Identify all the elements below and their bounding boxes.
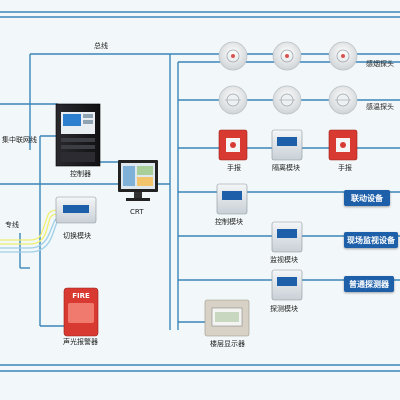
smoke-detector-icon <box>272 41 302 71</box>
bus-label: 总线 <box>94 42 108 50</box>
manual-button-label-2: 手报 <box>338 164 352 172</box>
alarm-text: FIRE <box>72 292 90 300</box>
frame-lines <box>0 11 400 372</box>
detection-module-label: 探测模块 <box>270 305 298 313</box>
special-line-label: 专线 <box>5 221 19 229</box>
normal-detector-button: 普通探测器 <box>344 276 394 292</box>
control-module-icon <box>216 183 248 215</box>
floor-display-icon <box>204 299 250 337</box>
crt-monitor <box>118 160 158 201</box>
network-label: 集中联网线 <box>2 136 37 144</box>
heat-detectors <box>218 85 358 115</box>
controller-panel <box>55 103 101 167</box>
heat-detector-icon <box>218 85 248 115</box>
heat-detector-label: 感温探头 <box>366 103 394 111</box>
floor-display-label: 楼层显示器 <box>210 340 245 348</box>
isolation-module-icon <box>271 129 303 161</box>
field-monitor-device-button: 现场监视设备 <box>344 232 398 248</box>
special-line <box>0 209 59 253</box>
controller-label: 控制器 <box>70 170 91 178</box>
manual-button-label: 手报 <box>227 164 241 172</box>
switch-module <box>55 196 97 224</box>
monitor-module-label: 监视模块 <box>270 256 298 264</box>
alarm-label: 声光报警器 <box>63 338 98 346</box>
smoke-detector-label: 感烟探头 <box>366 60 394 68</box>
switch-module-label: 切换模块 <box>63 232 91 240</box>
smoke-detector-icon <box>218 41 248 71</box>
manual-call-point-icon <box>218 129 248 161</box>
alarm-device: FIRE <box>63 287 99 337</box>
smoke-detectors <box>218 41 358 71</box>
monitor-module-icon <box>271 221 303 253</box>
heat-detector-icon <box>328 85 358 115</box>
heat-detector-icon <box>272 85 302 115</box>
crt-label: CRT <box>130 208 144 216</box>
isolation-module-label: 隔离模块 <box>272 164 300 172</box>
detection-module-icon <box>271 269 303 301</box>
manual-call-point-icon <box>328 129 358 161</box>
smoke-detector-icon <box>328 41 358 71</box>
linkage-device-button: 联动设备 <box>344 190 390 206</box>
control-module-label: 控制模块 <box>215 218 243 226</box>
